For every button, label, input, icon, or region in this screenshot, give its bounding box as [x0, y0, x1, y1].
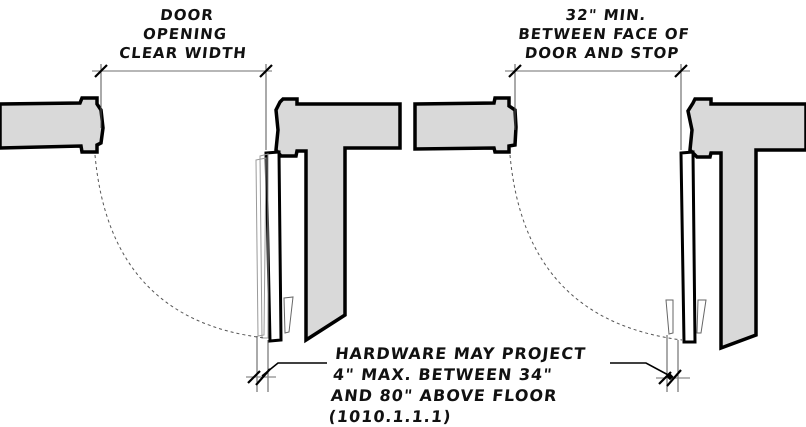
right-panel	[413, 64, 806, 392]
hardware-callout: Hardware may project 4" max. between 34"…	[328, 343, 617, 427]
min-width-label: 32" Min. Between Face of Door and Stop	[491, 6, 717, 63]
left-panel	[0, 64, 402, 392]
label-line: Opening	[142, 25, 228, 43]
dimension-tick	[94, 64, 108, 78]
callout-line: (1010.1.1.1)	[327, 407, 453, 426]
door-ghost-outline	[255, 157, 267, 337]
right-wall-tee-2	[686, 97, 806, 351]
lever-handle	[283, 296, 294, 334]
callout-leader-right	[610, 362, 673, 378]
dimension-tick	[658, 371, 672, 385]
door-leaf	[264, 150, 283, 343]
dimension-tick	[247, 370, 261, 384]
callout-line: and 80" above floor	[329, 386, 559, 405]
label-line: Door	[159, 6, 215, 24]
label-line: Between Face of	[517, 25, 691, 43]
left-wall-stub	[0, 96, 105, 154]
label-line: Clear Width	[118, 44, 248, 62]
left-wall-stub-2	[413, 96, 518, 154]
door-swing-arc-2	[509, 154, 683, 341]
dimension-tick	[508, 64, 522, 78]
dimension-tick	[259, 64, 273, 78]
door-ghost-outline-2	[259, 153, 269, 339]
callout-leader-left	[261, 362, 327, 377]
label-line: Door and Stop	[523, 44, 681, 62]
callout-line: 4" max. between 34"	[332, 365, 554, 384]
label-line: 32" Min.	[564, 6, 648, 24]
callout-line: Hardware may project	[334, 344, 587, 363]
door-leaf-2	[679, 150, 697, 344]
clear-width-label: Door Opening Clear Width	[97, 6, 273, 63]
dimension-tick	[674, 64, 688, 78]
lever-handle-2b	[696, 299, 707, 334]
door-swing-arc	[94, 154, 266, 339]
lever-handle-2a	[665, 299, 674, 335]
right-wall-tee	[274, 97, 402, 344]
dimension-tick	[666, 369, 682, 387]
